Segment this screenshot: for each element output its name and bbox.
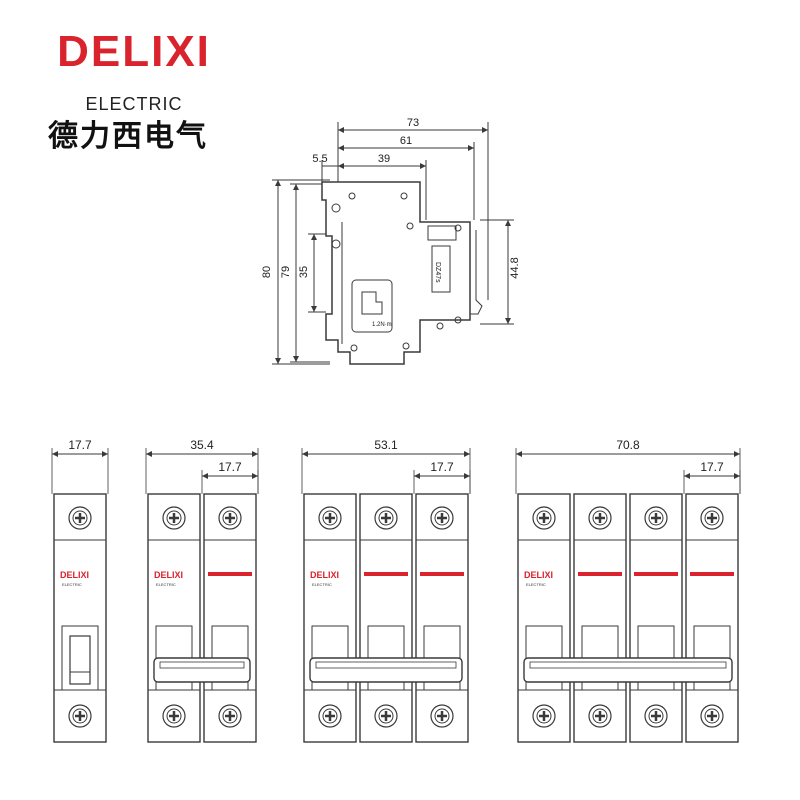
front-view-1p-pole-1-brand-name: DELIXI: [60, 570, 89, 580]
front-view-3p-pole-dim-arrows: [414, 473, 470, 479]
front-view-4p-handle-bar: [523, 657, 733, 683]
front-view-4p-pole-1-brand-subtitle: ELECTRIC: [526, 582, 546, 587]
dim-offset: 5.5: [312, 153, 327, 165]
dim-depth-to-cover: 61: [400, 135, 412, 147]
front-view-4p-pole-4-top-screw-slot: [707, 513, 717, 523]
brand-subtitle: ELECTRIC: [85, 94, 183, 114]
front-view-3p-pole-3-bottom-screw-slot: [437, 711, 447, 721]
front-view-3p-pole-2-bottom-screw-slot: [381, 711, 391, 721]
side-product-label: DZ47s: [434, 262, 441, 283]
front-view-3p-pole-2-body: [359, 493, 413, 743]
front-view-4p-width-dim-label: 70.8: [616, 438, 640, 452]
front-view-2p-pole-1-bottom-screw-slot: [169, 711, 179, 721]
front-view-1p-pole-1-bottom-screw-slot: [75, 711, 85, 721]
front-view-3p-pole-1-top-screw-slot: [325, 513, 335, 523]
front-view-4p-pole-dim-arrows: [684, 473, 740, 479]
front-view-1p-pole-1-toggle-lever: [69, 635, 91, 685]
front-view-4p-pole-3-bottom-screw-slot: [651, 711, 661, 721]
front-view-4p-pole-2-bottom-screw-slot: [595, 711, 605, 721]
front-view-2p-pole-2-bottom-screw-slot: [225, 711, 235, 721]
dim-body-height: 79: [280, 266, 292, 278]
front-view-4p-pole-1-top-screw-slot: [539, 513, 549, 523]
front-view-1p-width-dim-label: 17.7: [68, 438, 92, 452]
side-rating-label: 1.2N·m: [372, 322, 392, 328]
front-view-3p-pole-dim-label: 17.7: [430, 460, 454, 474]
front-view-2p-width-dim-label: 35.4: [190, 438, 214, 452]
front-view-3p-pole-3-top-screw-slot: [437, 513, 447, 523]
front-view-4p-pole-3-red-stripe: [634, 572, 678, 576]
front-view-4p-handle-bar-inner: [529, 661, 727, 669]
front-view-1p-width-dim-arrows: [52, 451, 108, 457]
front-view-2p-pole-dim-label: 17.7: [218, 460, 242, 474]
front-view-3p-pole-3-body: [415, 493, 469, 743]
dim-front-height: 44.8: [509, 257, 521, 278]
brand-name: DELIXI: [57, 27, 211, 76]
front-view-2p-pole-2-body: [203, 493, 257, 743]
front-view-2p-handle-bar-inner: [159, 661, 245, 669]
front-view-2p-pole-1-brand-subtitle: ELECTRIC: [156, 582, 176, 587]
front-view-1p-pole-1-brand-subtitle: ELECTRIC: [62, 582, 82, 587]
front-view-4p-pole-1-bottom-screw-slot: [539, 711, 549, 721]
front-view-2p-pole-dim-arrows: [202, 473, 258, 479]
front-view-4p-pole-3-top-screw-slot: [651, 513, 661, 523]
front-view-3p-width-dim-label: 53.1: [374, 438, 398, 452]
front-view-4p-pole-1-body: [517, 493, 571, 743]
front-view-4p-pole-4-body: [685, 493, 739, 743]
front-view-3p-handle-bar-inner: [315, 661, 457, 669]
front-view-3p-pole-1-brand-subtitle: ELECTRIC: [312, 582, 332, 587]
front-view-4p-pole-4-red-stripe: [690, 572, 734, 576]
front-view-4p-pole-dim-label: 17.7: [700, 460, 724, 474]
dim-depth-to-front: 39: [378, 153, 390, 165]
front-view-3p-pole-1-body: [303, 493, 357, 743]
dim-total-height: 80: [261, 266, 273, 278]
front-view-2p-handle-bar: [153, 657, 251, 683]
front-view-4p-pole-4-bottom-screw-slot: [707, 711, 717, 721]
front-view-3p-pole-2-top-screw-slot: [381, 513, 391, 523]
front-view-4p-pole-2-red-stripe: [578, 572, 622, 576]
front-view-3p-pole-3-red-stripe: [420, 572, 464, 576]
front-view-3p-pole-2-red-stripe: [364, 572, 408, 576]
brand-logo: DELIXI ELECTRIC 德力西电气: [44, 27, 244, 154]
front-view-2p-pole-1-top-screw-slot: [169, 513, 179, 523]
front-view-2p-pole-1-brand-name: DELIXI: [154, 570, 183, 580]
front-view-3p-pole-1-bottom-screw-slot: [325, 711, 335, 721]
brand-chinese-name: 德力西电气: [48, 119, 208, 154]
dim-total-depth: 73: [407, 117, 419, 129]
front-view-3p-handle-bar: [309, 657, 463, 683]
front-view-2p-pole-2-red-stripe: [208, 572, 252, 576]
front-view-2p-pole-1-body: [147, 493, 201, 743]
front-view-4p-pole-2-body: [573, 493, 627, 743]
dim-rail-height: 35: [298, 266, 310, 278]
front-view-4p-pole-3-body: [629, 493, 683, 743]
front-view-2p-pole-2-top-screw-slot: [225, 513, 235, 523]
front-view-3p-pole-1-brand-name: DELIXI: [310, 570, 339, 580]
front-view-1p-pole-1-body: [53, 493, 107, 743]
front-view-4p-pole-2-top-screw-slot: [595, 513, 605, 523]
front-view-1p-pole-1-top-screw-slot: [75, 513, 85, 523]
front-view-4p-pole-1-brand-name: DELIXI: [524, 570, 553, 580]
